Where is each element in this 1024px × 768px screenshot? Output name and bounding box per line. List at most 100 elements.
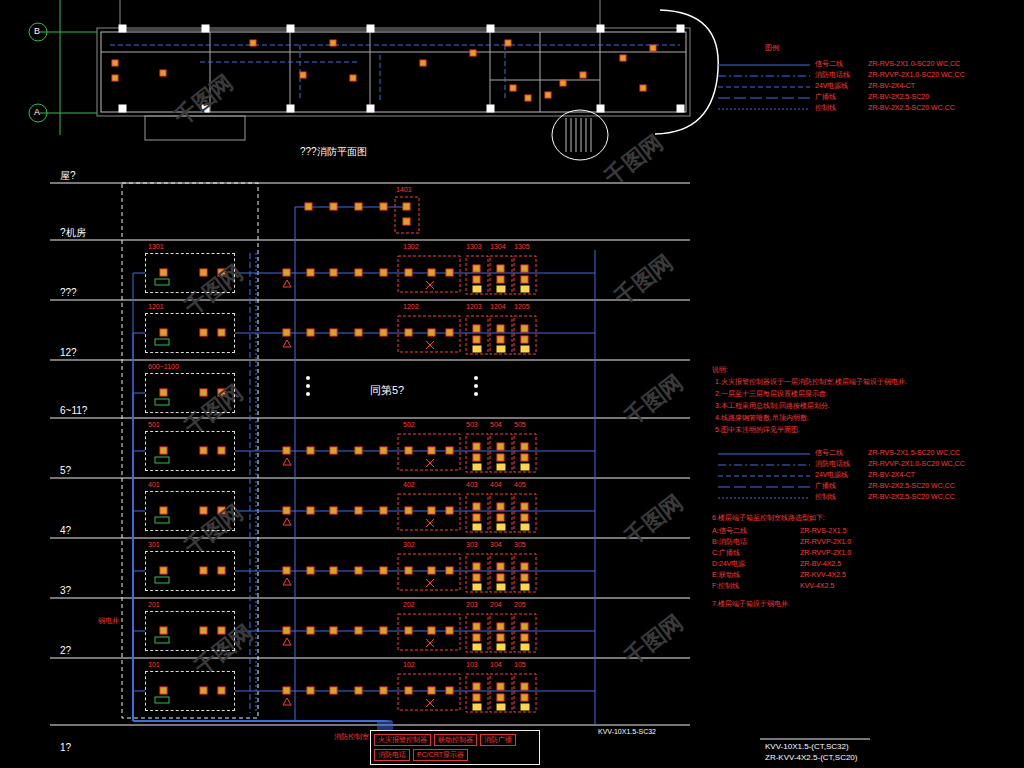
- indicator-symbol: [521, 464, 529, 470]
- ellipsis-dot: [474, 384, 478, 388]
- equipment-cell: 消防广播: [480, 734, 516, 746]
- ellipsis-dot: [474, 392, 478, 396]
- ellipsis-dot: [306, 392, 310, 396]
- device-symbol: [403, 203, 410, 210]
- device-symbol: [405, 329, 412, 336]
- indicator-symbol: [521, 584, 529, 590]
- legend-sample: [718, 498, 810, 499]
- equipment-name: 火灾报警控制器: [378, 736, 427, 744]
- device-group: [398, 674, 460, 710]
- device-symbol: [497, 623, 504, 630]
- valve-symbol: [426, 519, 434, 527]
- device-number: 1305: [514, 243, 530, 251]
- terminal-box: 1301: [145, 253, 235, 293]
- device-symbol: [160, 567, 167, 574]
- plan-column: [367, 25, 374, 32]
- axis-line: [60, 0, 61, 135]
- equipment-cell: 火灾报警控制器: [374, 734, 431, 746]
- device-symbol: [112, 60, 118, 66]
- device-symbol: [497, 454, 504, 461]
- device-symbol: [405, 507, 412, 514]
- terminal-box: 501: [145, 431, 235, 471]
- device-symbol: [521, 336, 528, 343]
- terminal-box: 401: [145, 491, 235, 531]
- device-symbol: [355, 627, 362, 634]
- device-symbol: [283, 329, 290, 336]
- room-label: 弱电井: [98, 617, 119, 625]
- device-number: 204: [490, 601, 502, 609]
- box-number: 1201: [148, 303, 164, 311]
- leader-line: [760, 739, 870, 740]
- device-symbol: [250, 40, 256, 46]
- device-symbol: [307, 507, 314, 514]
- device-symbol: [380, 203, 387, 210]
- bell-symbol: [283, 578, 291, 585]
- device-symbol: [497, 514, 504, 521]
- device-symbol: [640, 85, 646, 91]
- device-symbol: [218, 447, 225, 454]
- floor-label: 2?: [60, 645, 71, 657]
- device-group: [466, 434, 488, 472]
- device-symbol: [580, 72, 586, 78]
- device-symbol: [473, 336, 480, 343]
- floor-bus: [545, 333, 595, 334]
- valve-symbol: [426, 639, 434, 647]
- device-symbol: [497, 683, 504, 690]
- plan-column: [597, 25, 604, 32]
- device-symbol: [521, 683, 528, 690]
- device-number: 1204: [490, 303, 506, 311]
- device-symbol: [505, 40, 511, 46]
- device-symbol: [473, 694, 480, 701]
- floor-label: 1?: [60, 742, 71, 754]
- cable-spec: ZR-RVVP-2X1.0: [800, 549, 851, 557]
- device-symbol: [160, 329, 167, 336]
- terminal-box: 600~1100: [145, 373, 235, 413]
- device-number: 1302: [403, 243, 419, 251]
- device-number: 402: [403, 481, 415, 489]
- cable-spec: ZR-RVVP-2X1.0-SC20 WC,CC: [868, 460, 965, 468]
- device-symbol: [283, 269, 290, 276]
- legend-sample: [718, 109, 810, 110]
- box-number: 401: [148, 481, 160, 489]
- watermark: 千图网: [620, 489, 688, 550]
- device-symbol: [355, 447, 362, 454]
- axis-label: B: [34, 26, 40, 36]
- device-symbol: [525, 95, 531, 101]
- floor-bus: [235, 511, 545, 512]
- device-group: [398, 494, 460, 530]
- floor-label: 3?: [60, 585, 71, 597]
- cable-spec: KVV-10X1.5-(CT,SC32): [765, 742, 849, 751]
- legend-text: 消防电话线: [815, 71, 850, 79]
- device-symbol: [497, 574, 504, 581]
- device-symbol: [160, 70, 166, 76]
- cable-spec: ZR-RVS-2X1.5: [800, 527, 847, 535]
- device-symbol: [521, 503, 528, 510]
- device-symbol: [446, 687, 453, 694]
- stair-step: [576, 118, 577, 152]
- indicator-symbol: [473, 644, 481, 650]
- legend-text: 信号二线: [815, 449, 843, 457]
- legend-text: 信号二线: [815, 60, 843, 68]
- module-symbol: [155, 339, 169, 345]
- indicator-symbol: [497, 286, 505, 292]
- bus-connector: [133, 511, 386, 730]
- device-symbol: [521, 574, 528, 581]
- note-text: 2.一层至十三层每层设置楼层显示盘.: [715, 390, 828, 398]
- device-symbol: [330, 269, 337, 276]
- axis-label: A: [34, 107, 40, 117]
- device-symbol: [330, 329, 337, 336]
- room-label: 消防控制室: [334, 733, 369, 741]
- device-symbol: [428, 567, 435, 574]
- drawing-title: ???消防平面图: [300, 146, 367, 158]
- device-number: 103: [466, 661, 478, 669]
- ellipsis-dot: [306, 384, 310, 388]
- device-group: [514, 674, 536, 712]
- floor-bus: [235, 631, 545, 632]
- device-symbol: [283, 627, 290, 634]
- indicator-symbol: [473, 704, 481, 710]
- stair-step: [571, 118, 572, 152]
- cable-spec: ZR-KVV-4X2.5-(CT,SC20): [765, 753, 857, 762]
- bell-symbol: [283, 340, 291, 347]
- device-symbol: [380, 507, 387, 514]
